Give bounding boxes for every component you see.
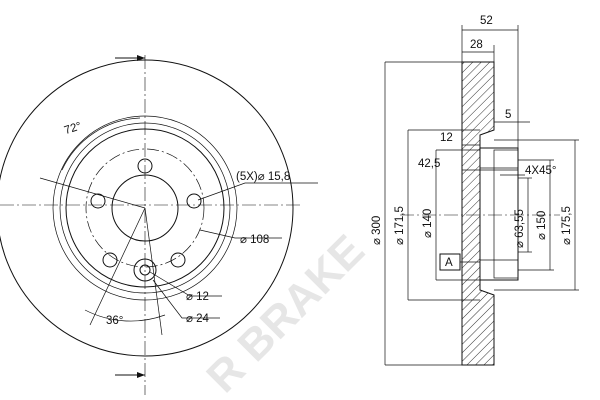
leader-bolt-holes: [197, 182, 318, 201]
leader-pcd: [199, 229, 282, 239]
locator-hole-inner: [139, 264, 151, 276]
watermark-text: R BRAKE: [197, 226, 373, 400]
angle-ray-36a: [89, 207, 146, 326]
label-hole-12: ⌀ 12: [186, 291, 209, 303]
label-offset-12: 12: [440, 132, 453, 144]
label-angle-36: 36°: [106, 315, 123, 327]
bolt-hole-2: [90, 193, 106, 209]
disc-section: [461, 61, 495, 366]
label-d-140: ⌀ 140: [422, 209, 434, 238]
label-d-175-5: ⌀ 175,5: [561, 206, 573, 245]
label-angle-72: 72°: [63, 120, 83, 137]
hat-inner-circle: [65, 128, 225, 288]
hat-outer-circle: [52, 115, 238, 301]
bolt-hole-1: [137, 158, 153, 174]
arrow-bottom-head: [137, 372, 145, 378]
angle-arc-36: [84, 309, 166, 322]
center-bore: [111, 174, 179, 242]
angle-arc-72: [61, 117, 141, 171]
label-depth-42-5: 42,5: [418, 158, 440, 170]
label-datum-a: A: [445, 257, 453, 269]
arrow-top-head: [137, 55, 145, 61]
label-hole-24: ⌀ 24: [186, 313, 210, 325]
bolt-hole-5: [170, 252, 186, 268]
front-view: 72° 36° (5X)⌀ 15,8 ⌀ 108 ⌀ 12 ⌀ 24: [0, 55, 318, 395]
label-d-300: ⌀ 300: [371, 216, 383, 245]
label-width-52: 52: [480, 15, 493, 27]
label-chamfer: 4X45°: [525, 165, 556, 177]
watermark-logo: R BRAKE: [197, 226, 373, 400]
angle-ray-72: [39, 177, 146, 209]
side-view: 52 28 5 12 42,5 4X45° A ⌀ 300 ⌀ 171,5 ⌀ …: [371, 15, 579, 366]
hat-step-circle: [59, 122, 231, 294]
label-pcd: ⌀ 108: [240, 234, 269, 246]
pcd-circle: [85, 148, 205, 268]
bolt-hole-3: [186, 193, 202, 209]
label-d-63-55: ⌀ 63,55: [514, 209, 526, 248]
label-width-28: 28: [470, 39, 483, 51]
hat-inner: [493, 149, 519, 279]
bolt-hole-4: [102, 252, 118, 268]
angle-ray-36b: [144, 207, 163, 336]
leader-hole-12: [149, 271, 222, 297]
disc-outer-edge: [0, 59, 294, 357]
locator-hole-outer: [133, 258, 157, 282]
label-d-171-5: ⌀ 171,5: [394, 206, 406, 245]
label-offset-5: 5: [505, 109, 511, 121]
label-d-150: ⌀ 150: [536, 211, 548, 240]
label-bolt-holes: (5X)⌀ 15,8: [236, 171, 290, 183]
leader-hole-24: [152, 279, 220, 319]
